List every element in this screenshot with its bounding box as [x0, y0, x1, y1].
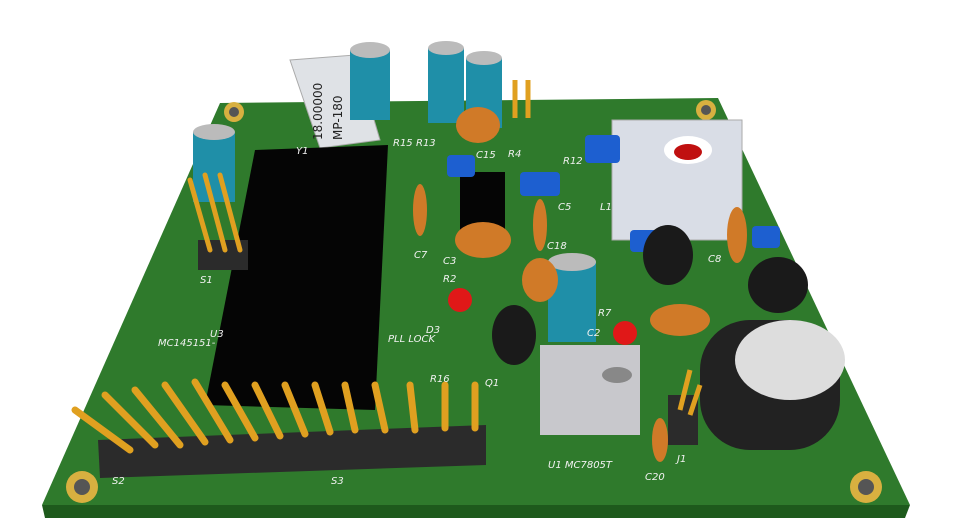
label-s2: S2 [112, 476, 125, 487]
crystal-freq-label: 18.00000 [311, 83, 325, 140]
label-l1: L1 [600, 202, 612, 213]
ceramic-capacitors [413, 107, 747, 462]
jumper-caps [447, 135, 780, 252]
label-r12: R12 [563, 156, 583, 167]
led-d3 [448, 288, 472, 312]
label-d3: D3 [426, 325, 440, 336]
label-c8: C8 [708, 254, 721, 265]
label-r16: R16 [430, 374, 450, 385]
label-s3: S3 [331, 476, 344, 487]
label-q1: Q1 [485, 378, 499, 389]
label-c20: C20 [645, 472, 665, 483]
ic-u3 [205, 145, 388, 410]
header-s3 [98, 425, 486, 478]
label-r13: R13 [416, 138, 436, 149]
electrolytic-capacitors [193, 41, 596, 342]
label-c3: C3 [443, 256, 456, 267]
led [613, 321, 637, 345]
label-pll-lock: PLL LOCK [388, 334, 436, 345]
label-c5: C5 [558, 202, 571, 213]
label-c7: C7 [414, 250, 428, 261]
label-u3-part: MC145151- [158, 338, 216, 349]
transistors [492, 225, 808, 365]
label-u1: U1 MC7805T [548, 460, 613, 471]
header-pins [71, 378, 479, 454]
label-r15: R15 [393, 138, 413, 149]
crystal-model-label: MP-180 [331, 95, 345, 140]
label-c15: C15 [476, 150, 496, 161]
label-r2: R2 [443, 274, 456, 285]
label-s1: S1 [200, 275, 213, 286]
pcb-edge [42, 505, 910, 518]
label-c2: C2 [587, 328, 600, 339]
label-r7: R7 [598, 308, 612, 319]
label-u3: U3 [210, 329, 224, 340]
label-c18: C18 [547, 241, 567, 252]
regulator-u1 [540, 345, 640, 435]
label-r4: R4 [508, 149, 521, 160]
label-j1: J1 [675, 454, 686, 465]
label-y1: Y1 [296, 146, 308, 157]
